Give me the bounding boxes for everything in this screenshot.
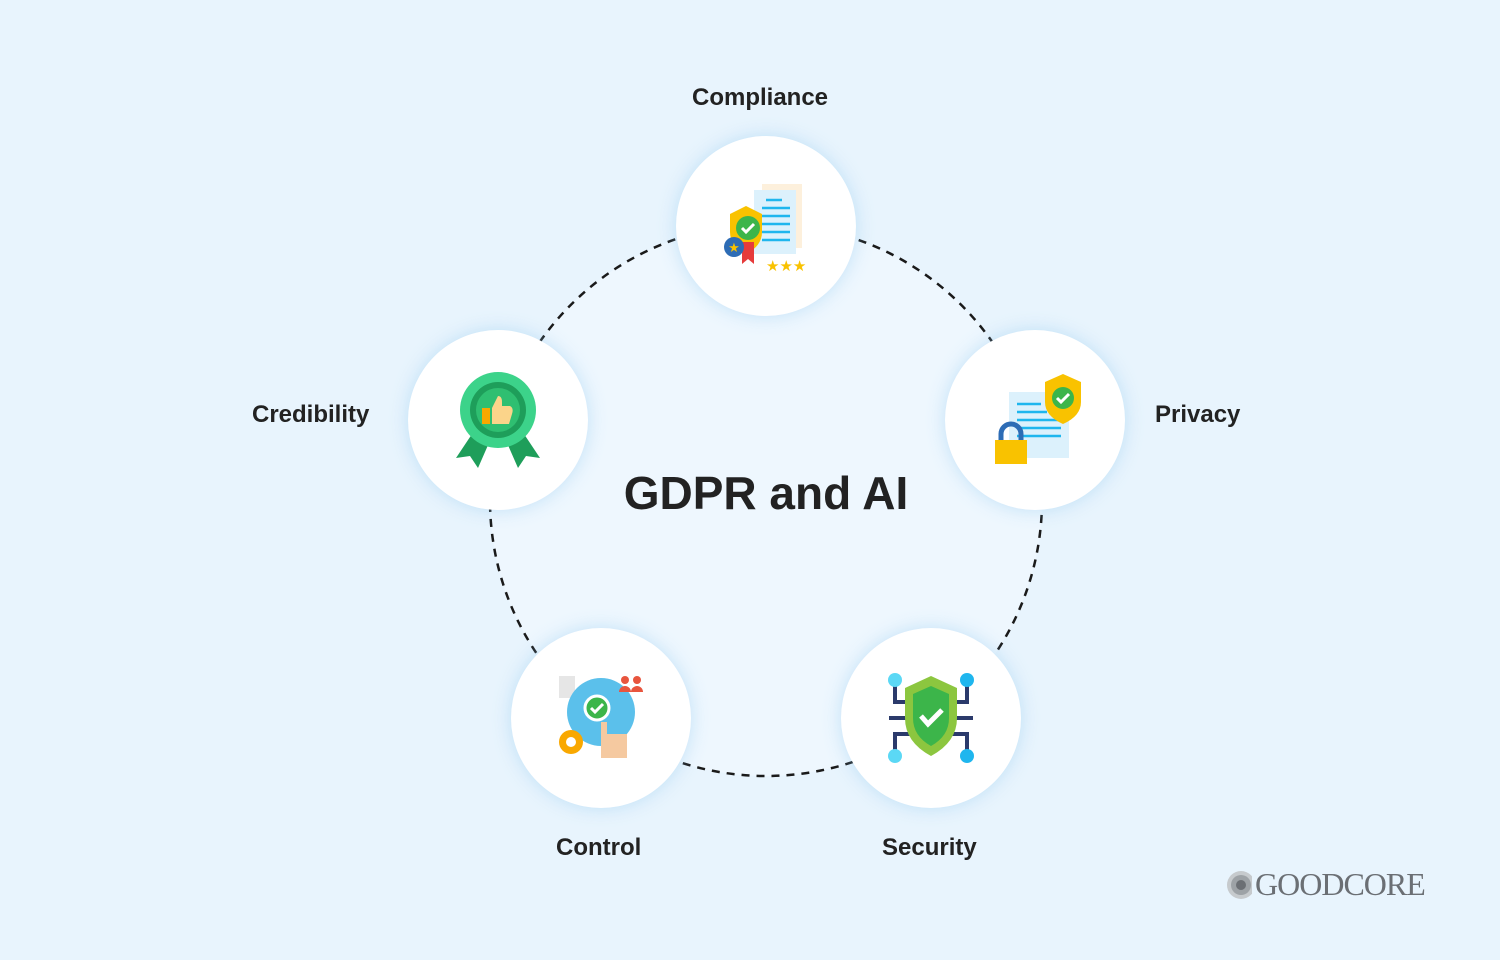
award-thumbs-up-icon (456, 372, 540, 468)
security-node (841, 628, 1021, 808)
control-node (511, 628, 691, 808)
svg-text:★: ★ (728, 240, 740, 255)
goodcore-logo: GOODCORE (1226, 866, 1426, 903)
compliance-node: ★ ★★★ (676, 136, 856, 316)
globe-hand-gear-icon (559, 676, 643, 758)
logo-text: GOODCORE (1255, 866, 1426, 902)
svg-text:★★★: ★★★ (766, 258, 806, 275)
privacy-node (945, 330, 1125, 510)
security-label: Security (882, 834, 977, 861)
credibility-node (408, 330, 588, 510)
certificate-document-icon: ★ ★★★ (724, 184, 806, 275)
control-label: Control (556, 834, 642, 861)
locked-document-shield-icon (995, 374, 1081, 464)
privacy-label: Privacy (1155, 401, 1241, 428)
compliance-label: Compliance (692, 84, 829, 111)
circuit-shield-icon (888, 673, 974, 763)
logo-mark-icon (1227, 870, 1252, 899)
credibility-label: Credibility (252, 401, 370, 428)
diagram-title: GDPR and AI (623, 467, 909, 519)
